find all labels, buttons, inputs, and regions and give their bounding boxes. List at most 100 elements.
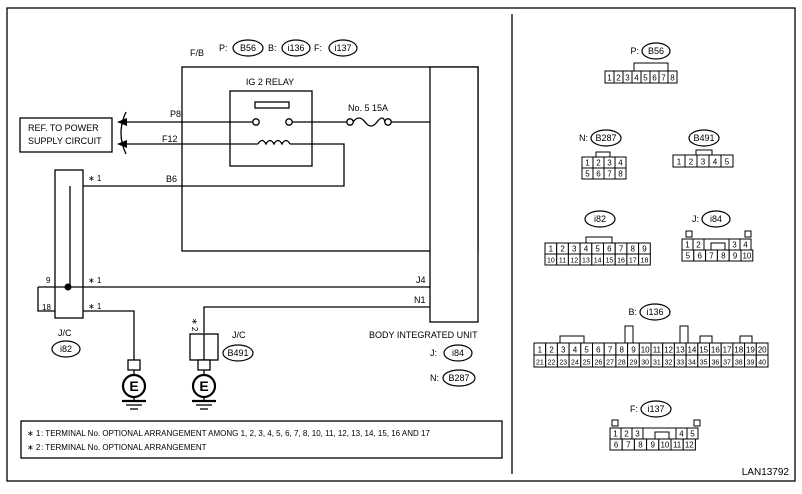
conn-b287-tag-oval bbox=[590, 129, 622, 147]
jc-right-label: J/C bbox=[232, 330, 246, 340]
conn-i84-tag-prefix: J: bbox=[692, 214, 699, 224]
pin-n1: N1 bbox=[414, 295, 426, 305]
fuse-label: No. 5 15A bbox=[348, 103, 388, 113]
tag-code-i136: i136 bbox=[287, 43, 304, 53]
conn-i136-r2-pin-29: 29 bbox=[630, 360, 638, 367]
conn-i137-tag-code: i137 bbox=[647, 404, 664, 414]
jc-left-oval bbox=[51, 340, 81, 358]
conn-i82-tag-oval bbox=[584, 210, 616, 228]
conn-i136-r1-pin-20: 20 bbox=[758, 346, 767, 355]
biu-tag-n-code: B287 bbox=[448, 373, 469, 383]
conn-i136-r1-pin-14: 14 bbox=[687, 346, 696, 355]
conn-i136-r1-pin-9: 9 bbox=[631, 346, 636, 355]
conn-i84-tag-oval bbox=[701, 210, 731, 228]
biu-label: BODY INTEGRATED UNIT bbox=[369, 330, 478, 340]
conn-i137-r2-pin-12: 12 bbox=[685, 441, 694, 450]
conn-i137-r2-pin-7: 7 bbox=[626, 441, 631, 450]
conn-i82-r2-pin-12: 12 bbox=[570, 258, 578, 265]
conn-i84-key bbox=[710, 242, 726, 251]
relay-contact-right bbox=[285, 118, 293, 126]
wire-jc-loop bbox=[37, 287, 55, 312]
conn-i84-r1a-pin-1: 1 bbox=[685, 241, 690, 250]
tag-code-b56: B56 bbox=[240, 43, 256, 53]
conn-i84-tag-code: i84 bbox=[710, 214, 722, 224]
conn-i137-r1a-pin-2: 2 bbox=[624, 430, 629, 439]
conn-i136-r2-pin-22: 22 bbox=[548, 360, 556, 367]
conn-i82-r1-pin-8: 8 bbox=[631, 245, 636, 254]
note-2-text: : TERMINAL No. OPTIONAL ARRANGEMENT bbox=[41, 443, 207, 452]
conn-b287-tag-prefix: N: bbox=[579, 133, 588, 143]
conn-i136-r2-pin-38: 38 bbox=[735, 360, 743, 367]
conn-i136-r2-pin-32: 32 bbox=[665, 360, 673, 367]
note-1-mark: ∗ 1 bbox=[27, 429, 41, 438]
conn-i84-tab-left bbox=[685, 230, 693, 238]
conn-i84-r1b-pin-4: 4 bbox=[743, 241, 748, 250]
biu-tag-n-oval bbox=[442, 369, 476, 387]
conn-b491-pin-4: 4 bbox=[713, 158, 718, 167]
conn-i82-r2-pin-16: 16 bbox=[617, 258, 625, 265]
wire-n1 bbox=[203, 306, 430, 333]
tag-prefix-f: F: bbox=[314, 43, 322, 53]
relay-label: IG 2 RELAY bbox=[246, 77, 294, 87]
conn-i82-r2-pin-17: 17 bbox=[629, 258, 637, 265]
conn-i137-tag-prefix: F: bbox=[630, 404, 638, 414]
conn-i136-latch bbox=[559, 335, 585, 344]
conn-i136-r1-pin-8: 8 bbox=[620, 346, 625, 355]
conn-b56-tag-prefix: P: bbox=[630, 46, 639, 56]
conn-i137-r1a-pin-3: 3 bbox=[635, 430, 640, 439]
conn-i137-r1b-pin-5: 5 bbox=[690, 430, 695, 439]
conn-i82-r2-pin-15: 15 bbox=[605, 258, 613, 265]
star1-b6: ∗ 1 bbox=[88, 174, 102, 183]
conn-b491-latch bbox=[695, 149, 713, 156]
fuse-terminal-right bbox=[384, 118, 392, 126]
conn-i136-r2-pin-24: 24 bbox=[571, 360, 579, 367]
conn-i136-latch bbox=[739, 335, 753, 344]
conn-i136-r2-pin-25: 25 bbox=[583, 360, 591, 367]
ground-right-symbol: E bbox=[199, 378, 208, 394]
conn-i137-r2-pin-cell bbox=[682, 438, 696, 451]
pin-j4: J4 bbox=[416, 275, 426, 285]
conn-b491-pin-2: 2 bbox=[689, 158, 694, 167]
jc-left-code: i82 bbox=[60, 344, 72, 354]
conn-i136-r1-pin-17: 17 bbox=[723, 346, 732, 355]
conn-i84-r2-pin-9: 9 bbox=[733, 252, 738, 261]
pin-b6: B6 bbox=[166, 174, 177, 184]
conn-i136-latch bbox=[699, 335, 713, 344]
conn-b56-pin-8: 8 bbox=[670, 74, 675, 83]
conn-i82-r1-pin-6: 6 bbox=[607, 245, 612, 254]
conn-b491-pin-cell bbox=[720, 154, 734, 168]
conn-b56-pin-2: 2 bbox=[616, 74, 621, 83]
conn-i84-r2-pin-8: 8 bbox=[721, 252, 726, 261]
conn-i136-r1-pin-19: 19 bbox=[746, 346, 755, 355]
conn-i137-tag-oval bbox=[640, 400, 672, 418]
jc-right-code: B491 bbox=[227, 348, 248, 358]
conn-i136-r2-pin-21: 21 bbox=[536, 360, 544, 367]
conn-i136-r2-pin-31: 31 bbox=[653, 360, 661, 367]
outer-frame bbox=[6, 7, 796, 482]
conn-b287-r2-pin-7: 7 bbox=[607, 170, 612, 179]
ref-box-line2: SUPPLY CIRCUIT bbox=[28, 136, 102, 146]
body-integrated-unit-box bbox=[429, 66, 479, 323]
conn-b287-tag-code: B287 bbox=[595, 133, 616, 143]
fuse-element bbox=[352, 117, 386, 127]
conn-i82-r1-pin-5: 5 bbox=[595, 245, 600, 254]
tag-prefix-b: B: bbox=[268, 43, 277, 53]
conn-i136-r2-pin-36: 36 bbox=[711, 360, 719, 367]
joint-connector-bar bbox=[54, 169, 84, 319]
conn-i136-r1-pin-6: 6 bbox=[596, 346, 601, 355]
fuse-terminal-left bbox=[346, 118, 354, 126]
conn-i82-r1-pin-1: 1 bbox=[549, 245, 554, 254]
conn-i136-r1-pin-13: 13 bbox=[676, 346, 685, 355]
ground-left-terminal bbox=[127, 359, 141, 371]
tag-oval-b56 bbox=[232, 39, 264, 57]
conn-i136-r1-pin-10: 10 bbox=[641, 346, 650, 355]
conn-i136-tag-prefix: B: bbox=[628, 307, 637, 317]
conn-i136-r1-pin-3: 3 bbox=[561, 346, 566, 355]
conn-i84-r1a-pin-2: 2 bbox=[696, 241, 701, 250]
conn-b491-pin-3: 3 bbox=[701, 158, 706, 167]
conn-i82-r1-pin-4: 4 bbox=[584, 245, 589, 254]
conn-b287-r1-pin-4: 4 bbox=[618, 159, 623, 168]
conn-i84-tab-right bbox=[744, 230, 752, 238]
conn-i136-r2-pin-34: 34 bbox=[688, 360, 696, 367]
